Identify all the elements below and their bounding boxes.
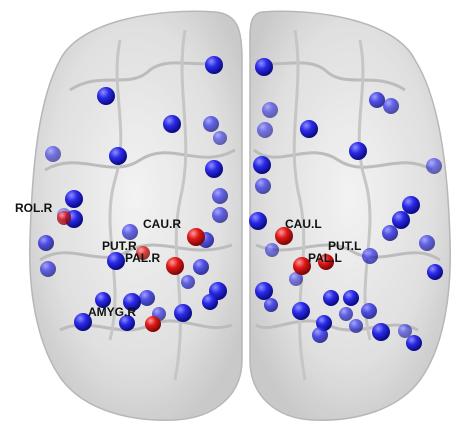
node	[402, 196, 420, 214]
node	[213, 131, 227, 145]
node	[97, 87, 115, 105]
node	[255, 58, 273, 76]
node	[262, 102, 278, 118]
node	[38, 235, 54, 251]
node	[343, 290, 359, 306]
node	[427, 264, 443, 280]
node	[369, 92, 385, 108]
node	[398, 324, 412, 338]
node	[323, 290, 339, 306]
node	[163, 115, 181, 133]
label-pal-l: PAL.L	[308, 251, 342, 265]
node	[249, 212, 267, 230]
node	[40, 261, 56, 277]
label-amyg-r: AMYG.R	[88, 305, 136, 319]
node	[181, 275, 195, 289]
node	[65, 190, 83, 208]
node	[45, 146, 61, 162]
node	[406, 335, 422, 351]
node	[264, 298, 278, 312]
node	[312, 327, 328, 343]
label-pal-r: PAL.R	[125, 251, 160, 265]
node	[257, 122, 273, 138]
node	[349, 319, 363, 333]
node	[255, 282, 273, 300]
node	[107, 252, 125, 270]
node	[203, 116, 219, 132]
node	[382, 225, 398, 241]
node	[212, 207, 228, 223]
node	[349, 142, 367, 160]
node	[205, 160, 223, 178]
node	[265, 243, 279, 257]
label-rol-r: ROL.R	[15, 201, 53, 215]
node-rol-r	[57, 211, 71, 225]
node-cau-r	[187, 228, 205, 246]
node	[122, 224, 138, 240]
node-amyg-r	[145, 316, 161, 332]
label-cau-l: CAU.L	[285, 217, 322, 231]
node	[419, 235, 435, 251]
node	[205, 56, 223, 74]
node	[392, 211, 410, 229]
node-pal-r	[166, 257, 184, 275]
node	[109, 147, 127, 165]
node	[300, 120, 318, 138]
node	[292, 302, 310, 320]
label-cau-r: CAU.R	[143, 217, 181, 231]
node	[193, 259, 209, 275]
node	[426, 158, 442, 174]
node	[212, 188, 228, 204]
node	[202, 294, 218, 310]
node	[339, 307, 353, 321]
node	[361, 303, 377, 319]
node	[383, 98, 399, 114]
node	[372, 323, 390, 341]
node	[255, 178, 271, 194]
node	[139, 290, 155, 306]
node	[174, 304, 192, 322]
left-hemisphere	[250, 11, 450, 420]
node	[362, 248, 378, 264]
node	[253, 156, 271, 174]
